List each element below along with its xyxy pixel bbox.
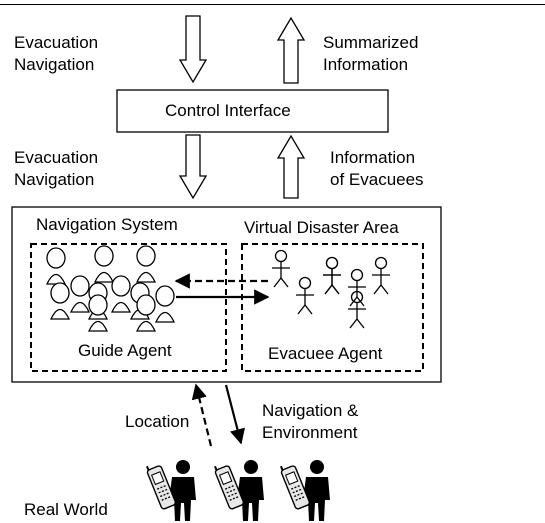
- evacuee-agents: [272, 249, 390, 329]
- person-with-phone-icon: [280, 460, 330, 521]
- hollow-arrow-up-top: [276, 16, 306, 84]
- label-summarized-information: Summarized Information: [323, 33, 419, 74]
- guide-agent-icon: [110, 275, 132, 313]
- top-rule: [0, 4, 545, 5]
- guide-agent-icon: [69, 275, 91, 313]
- label-evacuation-navigation-mid: Evacuation Navigation: [14, 148, 99, 189]
- label-information-of-evacuees: Information of Evacuees: [330, 148, 424, 189]
- label-guide-agent: Guide Agent: [78, 341, 172, 360]
- evacuee-agent-icon: [348, 268, 366, 307]
- person-with-phone-icon: [214, 460, 264, 521]
- dashed-arrow-location: [191, 383, 213, 447]
- label-virtual-disaster-area: Virtual Disaster Area: [244, 218, 399, 237]
- guide-agent-icon: [135, 245, 157, 283]
- guide-agent-icon: [154, 285, 176, 323]
- guide-agents: [45, 245, 176, 332]
- guide-agent-icon: [45, 247, 67, 285]
- evacuee-agent-icon: [296, 276, 314, 315]
- label-navigation-environment: Navigation & Environment: [262, 401, 359, 442]
- navigation-system-box: [30, 243, 227, 372]
- label-evacuation-navigation-top: Evacuation Navigation: [14, 33, 99, 74]
- evacuee-agent-icon: [323, 256, 341, 295]
- solid-arrow-navigation-environment: [224, 384, 245, 445]
- hollow-arrow-down-top: [178, 15, 208, 84]
- label-real-world: Real World: [24, 500, 108, 519]
- guide-agent-icon: [135, 294, 157, 332]
- hollow-arrow-up-mid: [276, 134, 306, 199]
- real-world-people: [146, 460, 330, 521]
- guide-agent-icon: [93, 245, 115, 283]
- person-with-phone-icon: [146, 460, 196, 521]
- label-control-interface: Control Interface: [165, 101, 291, 120]
- evacuee-agent-icon: [372, 256, 390, 295]
- label-navigation-system: Navigation System: [36, 215, 178, 234]
- label-evacuee-agent: Evacuee Agent: [268, 344, 383, 363]
- guide-agent-icon: [87, 294, 109, 332]
- label-location: Location: [125, 412, 190, 431]
- virtual-disaster-area-box: [241, 243, 424, 372]
- control-interface-box: [116, 89, 389, 133]
- guide-agent-icon: [49, 282, 71, 320]
- hollow-arrow-down-mid: [178, 134, 208, 200]
- evacuee-agent-icon: [272, 249, 290, 288]
